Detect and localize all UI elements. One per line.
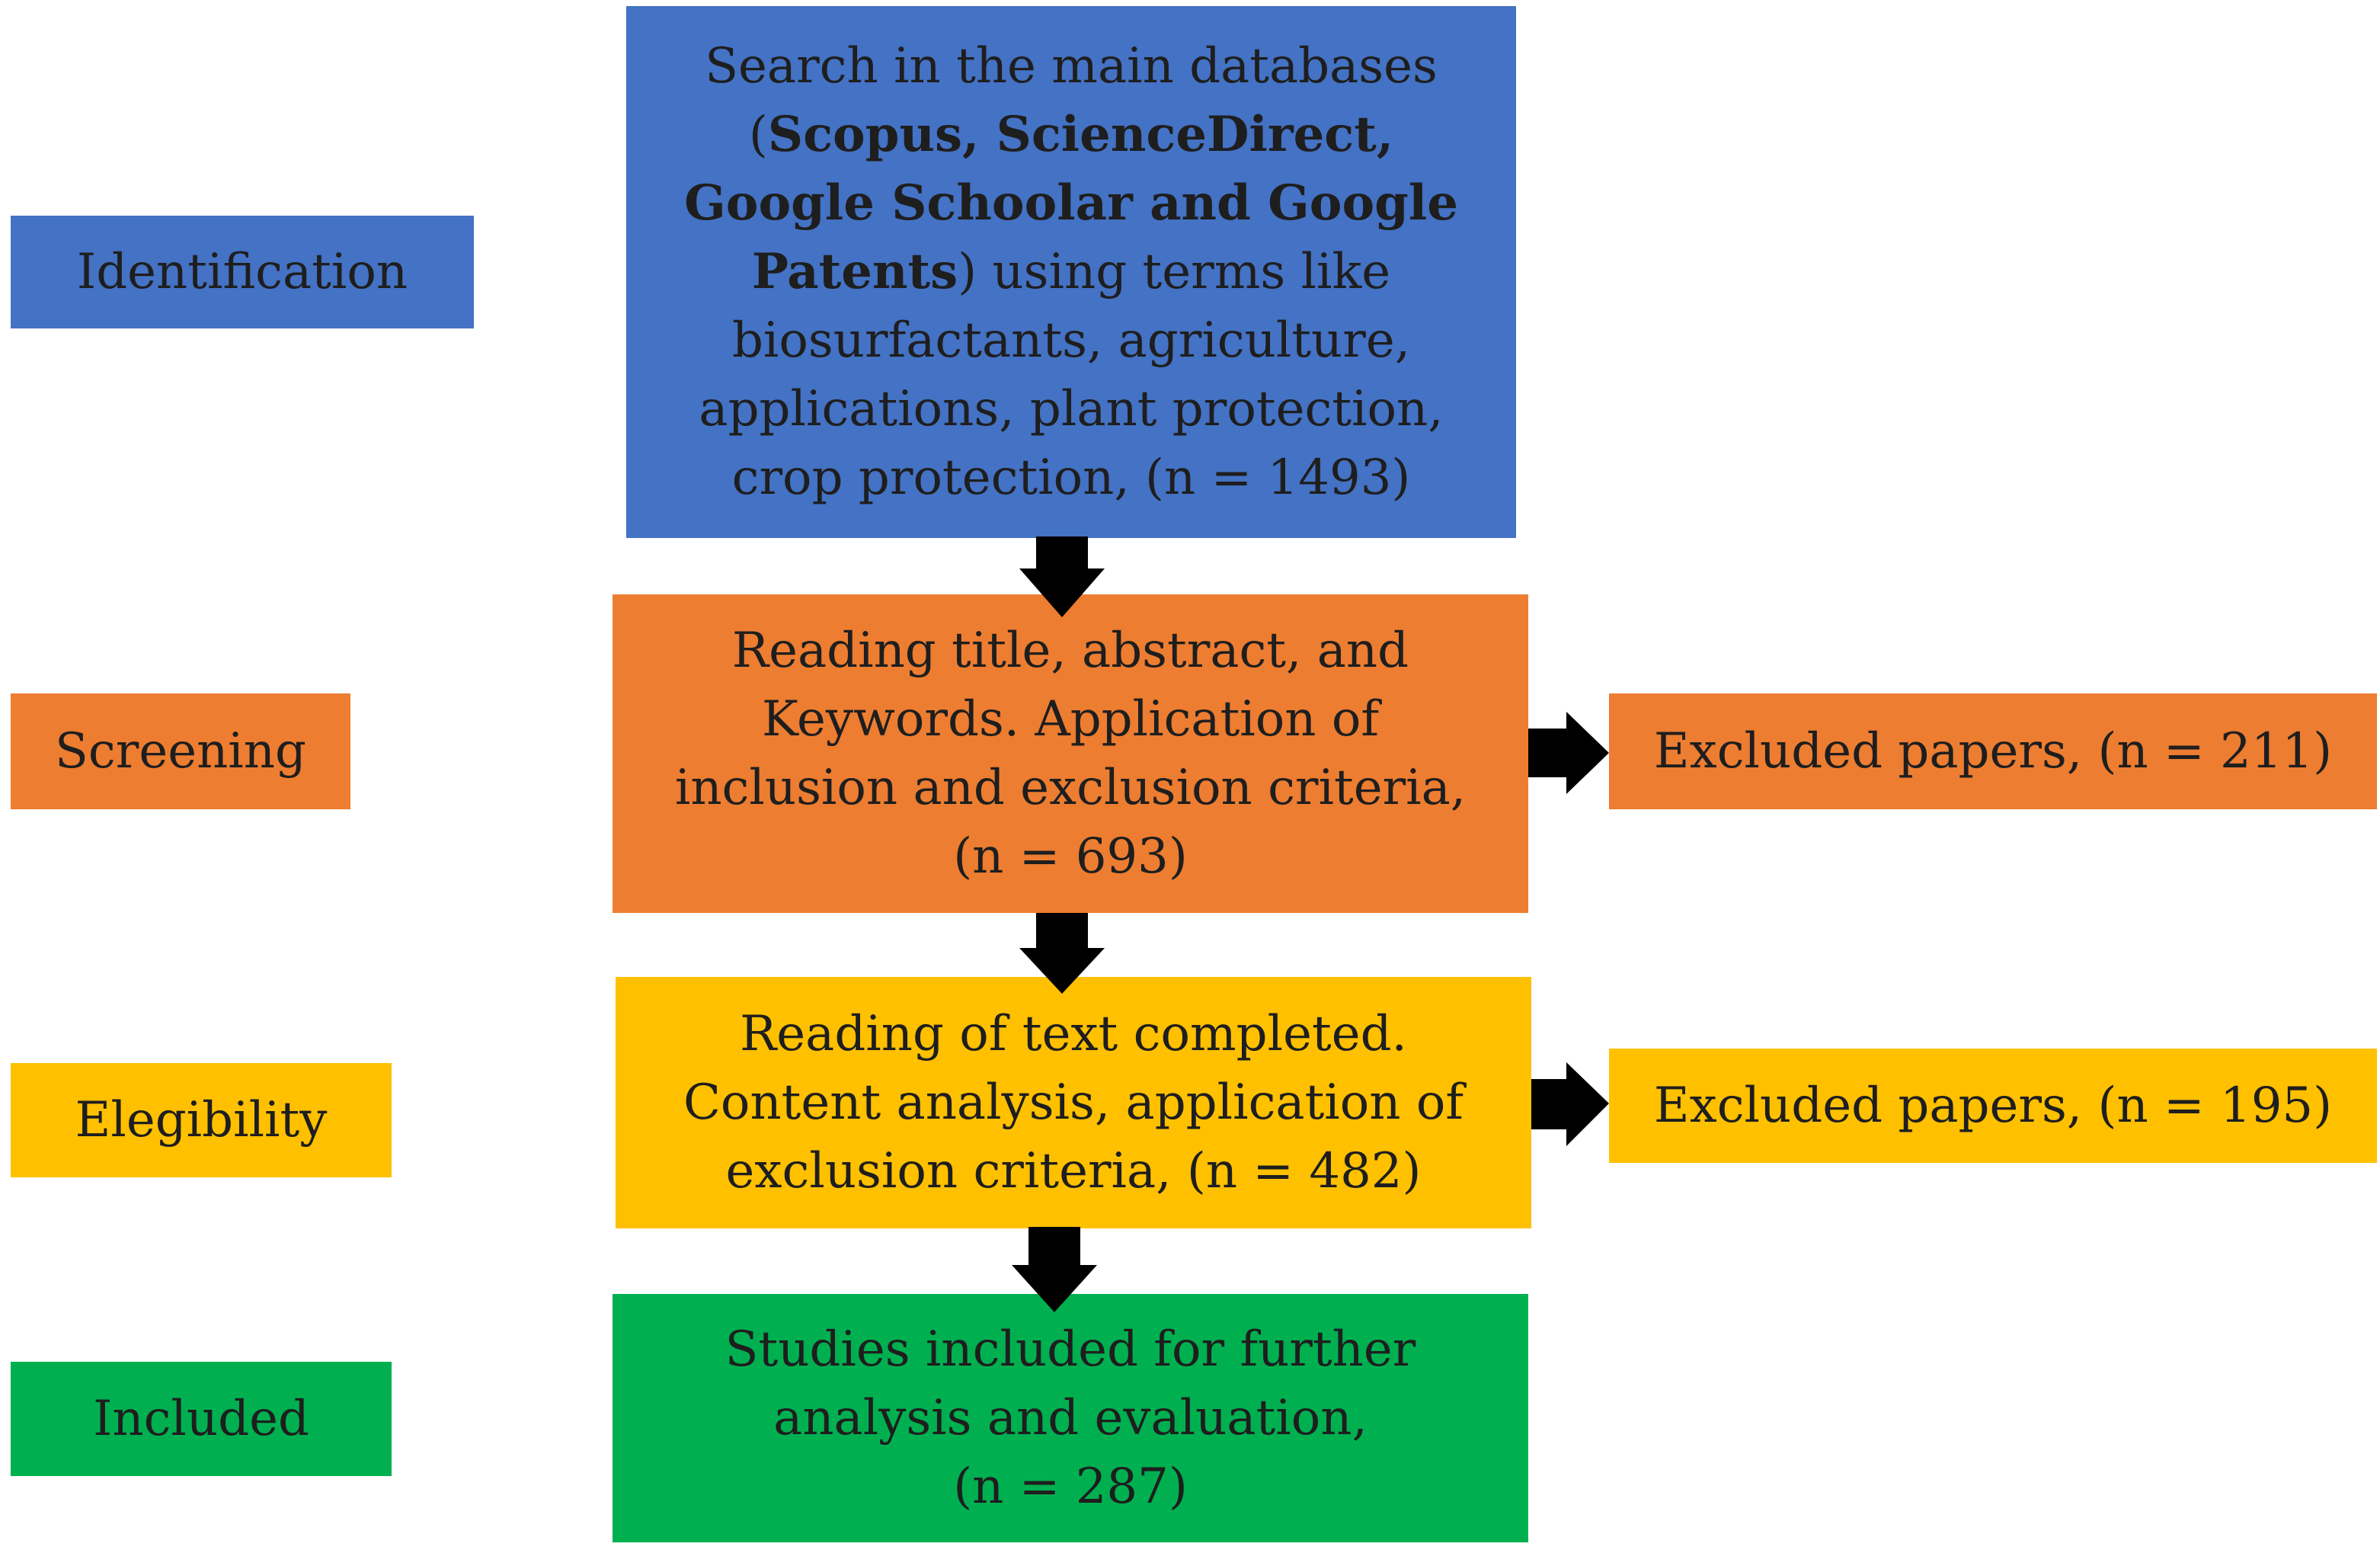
screening-line-2: Keywords. Application of (761, 691, 1380, 748)
included-line-3: (n = 287) (953, 1459, 1188, 1515)
stage-label-included-text: Included (93, 1391, 309, 1447)
excluded-screening-box: Excluded papers, (n = 211) (1609, 693, 2377, 809)
arrow-right-screening-to-excluded (1528, 712, 1609, 794)
identification-databases-1: Scopus, ScienceDirect, (767, 106, 1394, 163)
screening-line-3: inclusion and exclusion criteria, (674, 760, 1467, 816)
included-line-1: Studies included for further (725, 1321, 1416, 1378)
eligibility-line-3: exclusion criteria, (n = 482) (725, 1143, 1422, 1199)
identification-databases-2: Google Schoolar and Google (684, 175, 1458, 232)
included-line-2: analysis and evaluation, (773, 1390, 1368, 1446)
stage-label-eligibility-text: Elegibility (75, 1092, 328, 1148)
excluded-screening-text: Excluded papers, (n = 211) (1653, 723, 2333, 780)
stage-label-identification: Identification (11, 216, 474, 328)
identification-line-5: biosurfactants, agriculture, (731, 312, 1411, 369)
stage-label-screening: Screening (11, 693, 350, 809)
stage-label-identification-text: Identification (76, 244, 408, 300)
screening-line-4: (n = 693) (953, 828, 1188, 885)
identification-line-1: Search in the main databases (705, 38, 1438, 94)
identification-line-3: Google Schoolar and Google (684, 169, 1458, 238)
screening-line-1: Reading title, abstract, and (731, 623, 1409, 679)
stage-label-eligibility: Elegibility (11, 1063, 392, 1177)
included-box: Studies included for further analysis an… (613, 1294, 1528, 1542)
excluded-eligibility-text: Excluded papers, (n = 195) (1653, 1078, 2333, 1134)
identification-databases-3: Patents (751, 243, 958, 300)
stage-label-screening-text: Screening (55, 723, 306, 780)
screening-box: Reading title, abstract, and Keywords. A… (613, 594, 1528, 913)
identification-box: Search in the main databases (Scopus, Sc… (626, 6, 1516, 538)
eligibility-line-2: Content analysis, application of (683, 1074, 1464, 1131)
eligibility-line-1: Reading of text completed. (740, 1006, 1407, 1062)
identification-terms-intro: ) using terms like (958, 244, 1391, 300)
eligibility-box: Reading of text completed. Content analy… (616, 977, 1531, 1228)
identification-line-4: Patents) using terms like (752, 238, 1390, 306)
arrow-right-eligibility-to-excluded (1531, 1062, 1609, 1146)
identification-line-2: (Scopus, ScienceDirect, (749, 101, 1393, 169)
stage-label-included: Included (11, 1362, 392, 1476)
identification-line-6: applications, plant protection, (699, 381, 1444, 437)
identification-paren: ( (748, 107, 768, 163)
identification-line-7: crop protection, (n = 1493) (731, 450, 1411, 506)
excluded-eligibility-box: Excluded papers, (n = 195) (1609, 1049, 2377, 1163)
